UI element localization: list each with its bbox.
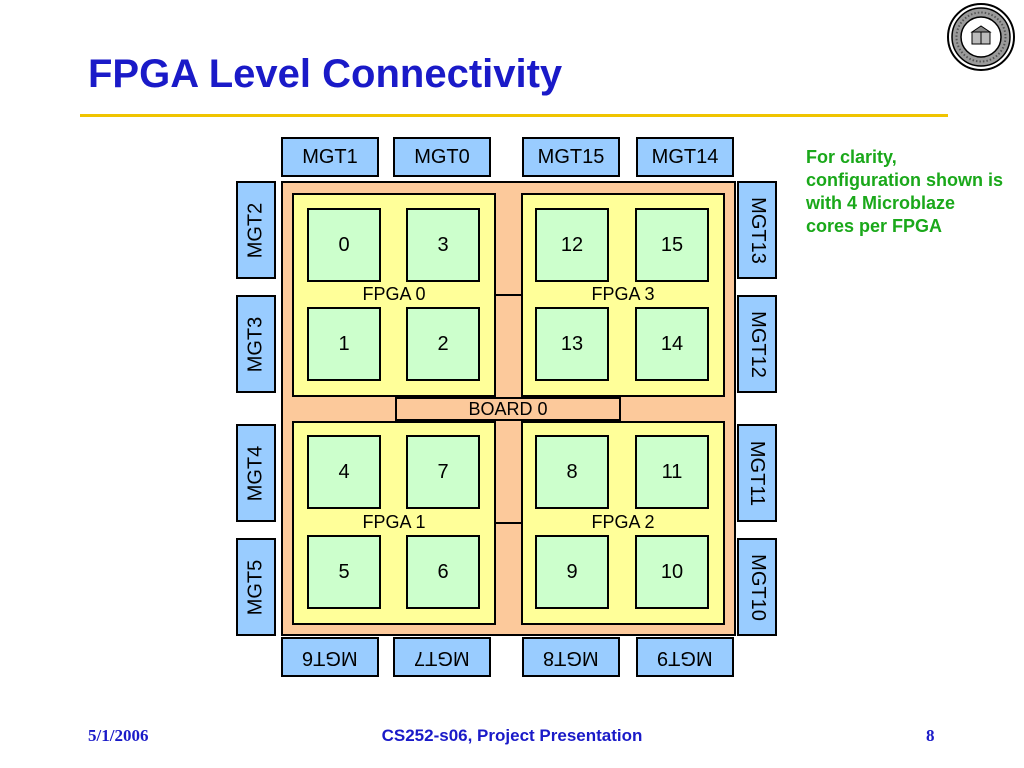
mgt-port: MGT1 [281, 137, 379, 177]
page-number: 8 [926, 726, 935, 745]
mgt-port: MGT6 [281, 637, 379, 677]
mgt-port: MGT5 [236, 538, 276, 636]
fpga-label: FPGA 3 [591, 284, 655, 304]
university-seal-icon [946, 2, 1016, 72]
core-box: 6 [406, 535, 480, 609]
core-box: 9 [535, 535, 609, 609]
mgt-port: MGT13 [737, 181, 777, 279]
footer-date: 5/1/2006 [88, 726, 149, 745]
fpga-label: FPGA 1 [362, 512, 426, 532]
mgt-port: MGT15 [522, 137, 620, 177]
board-label: BOARD 0 [395, 397, 621, 421]
mgt-port: MGT14 [636, 137, 734, 177]
core-box: 15 [635, 208, 709, 282]
fpga-label: FPGA 2 [591, 512, 655, 532]
core-box: 14 [635, 307, 709, 381]
core-box: 8 [535, 435, 609, 509]
mgt-port: MGT10 [737, 538, 777, 636]
mgt-port: MGT7 [393, 637, 491, 677]
core-box: 12 [535, 208, 609, 282]
fpga-label: FPGA 0 [362, 284, 426, 304]
core-box: 7 [406, 435, 480, 509]
core-box: 4 [307, 435, 381, 509]
core-box: 1 [307, 307, 381, 381]
core-box: 10 [635, 535, 709, 609]
link-fpga1-fpga2 [493, 522, 522, 524]
mgt-port: MGT4 [236, 424, 276, 522]
core-box: 2 [406, 307, 480, 381]
core-box: 13 [535, 307, 609, 381]
mgt-port: MGT0 [393, 137, 491, 177]
mgt-port: MGT3 [236, 295, 276, 393]
core-box: 3 [406, 208, 480, 282]
clarity-note: For clarity, configuration shown is with… [806, 147, 1003, 236]
title-underline [80, 114, 948, 117]
slide-title: FPGA Level Connectivity [88, 52, 563, 96]
mgt-port: MGT11 [737, 424, 777, 522]
core-box: 11 [635, 435, 709, 509]
link-fpga0-fpga3 [493, 294, 522, 296]
mgt-port: MGT2 [236, 181, 276, 279]
mgt-port: MGT9 [636, 637, 734, 677]
core-box: 5 [307, 535, 381, 609]
mgt-port: MGT12 [737, 295, 777, 393]
mgt-port: MGT8 [522, 637, 620, 677]
core-box: 0 [307, 208, 381, 282]
footer-title: CS252-s06, Project Presentation [381, 726, 643, 745]
